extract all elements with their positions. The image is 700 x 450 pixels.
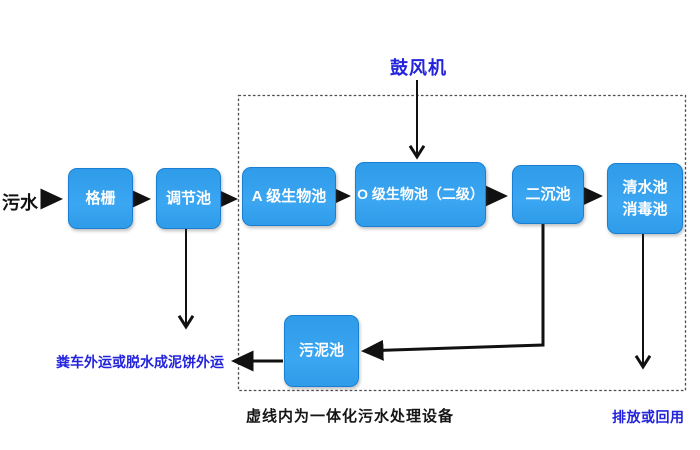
node-a-bio-tank-label: A 级生物池 (251, 187, 327, 205)
arrow-secsed-to-sludge (361, 223, 545, 361)
node-clear-water-disinfection-tank: 清水池 消毒池 (607, 163, 683, 234)
node-grille: 格栅 (68, 168, 133, 229)
node-regulating-tank: 调节池 (156, 168, 221, 229)
node-regulating-tank-label: 调节池 (165, 189, 211, 207)
node-o-bio-tank-label: O 级生物池（二级） (357, 186, 484, 203)
influent-label: 污水 (2, 193, 38, 213)
node-secondary-sedimentation-tank-label: 二沉池 (525, 185, 571, 203)
integrated-equipment-boundary (237, 94, 687, 392)
sludge-disposal-label: 粪车外运或脱水成泥饼外运 (56, 354, 224, 370)
node-a-bio-tank: A 级生物池 (242, 167, 336, 226)
discharge-label: 排放或回用 (612, 409, 685, 425)
boundary-caption: 虚线内为一体化污水处理设备 (246, 408, 455, 425)
node-o-bio-tank: O 级生物池（二级） (355, 162, 486, 227)
node-grille-label: 格栅 (85, 189, 116, 207)
node-sludge-tank: 污泥池 (284, 315, 359, 387)
node-secondary-sedimentation-tank: 二沉池 (512, 165, 584, 224)
node-clear-water-tank-label: 清水池 (622, 178, 668, 196)
node-sludge-tank-label: 污泥池 (298, 342, 344, 360)
blower-label: 鼓风机 (390, 58, 447, 78)
node-disinfection-tank-label: 消毒池 (622, 200, 668, 218)
